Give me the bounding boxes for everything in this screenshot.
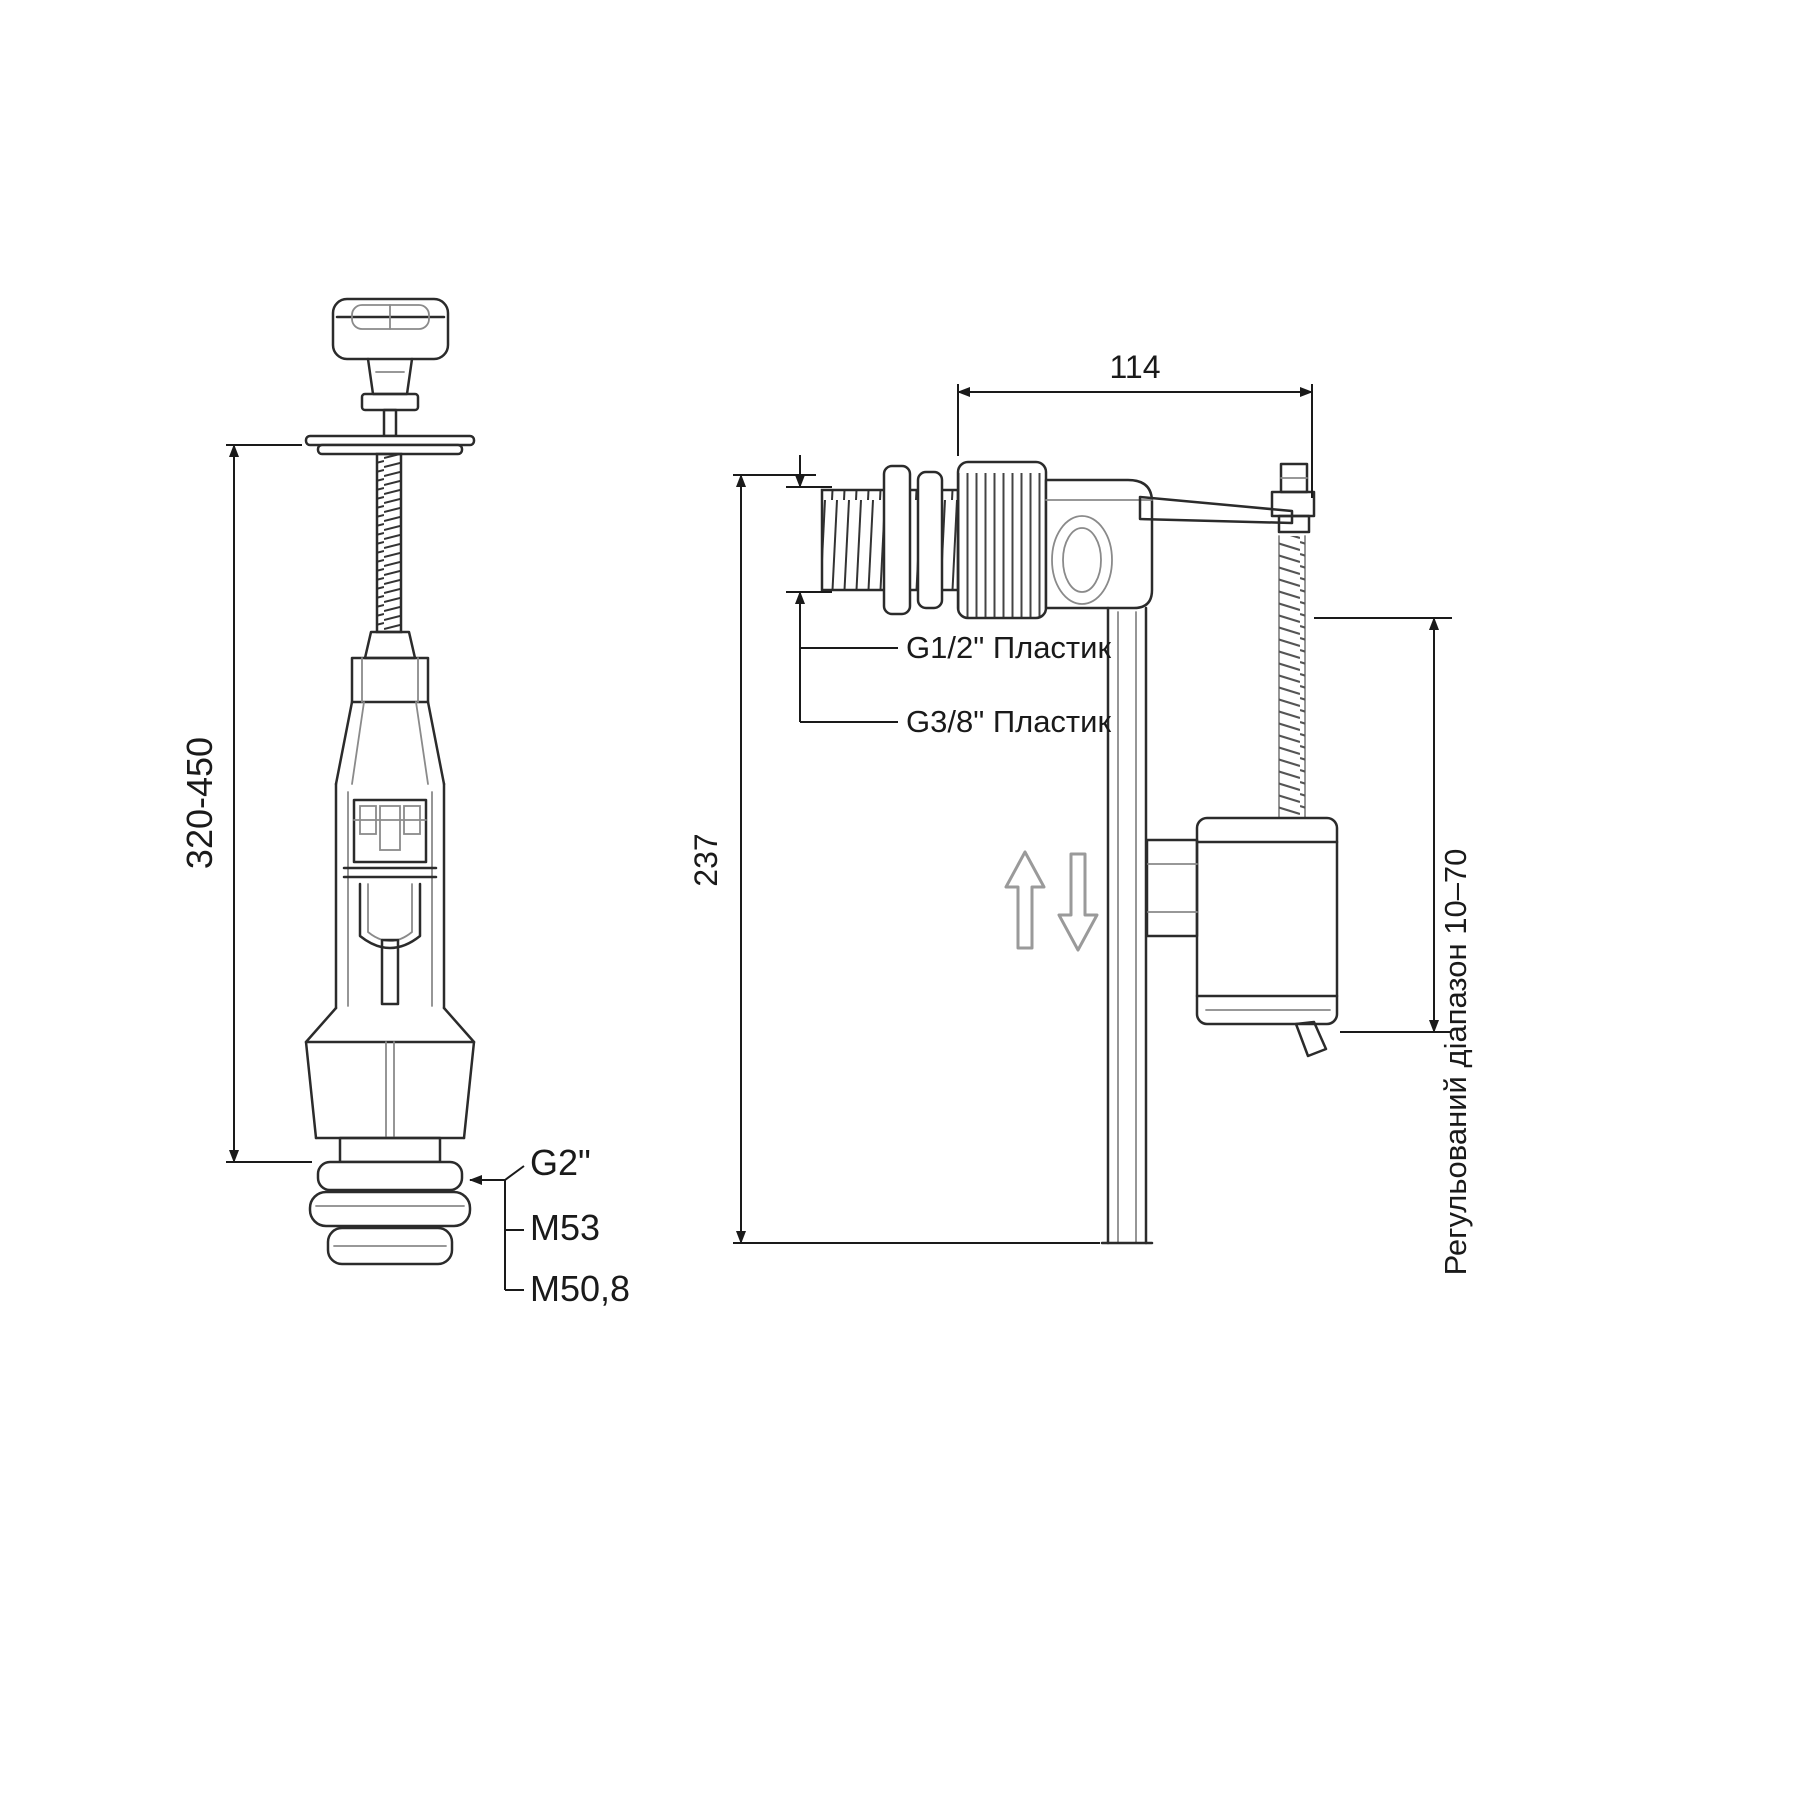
arrow-up-icon [1004,850,1046,950]
dimension-fill-width: 114 [957,349,1313,498]
fill-height-label: 237 [688,833,724,886]
flush-flange [304,434,476,456]
fill-width-label: 114 [1109,349,1160,385]
dimension-inlet-thread: G1/2" Пластик G3/8" Пластик [786,455,1111,739]
fill-coupling-nut [956,460,1048,620]
flush-base-threads [308,1136,472,1266]
dimension-adjust-range: Регульований діапазон 10–70 [1314,617,1473,1276]
flush-thread-labels: G2" M53 M50,8 [469,1142,630,1309]
float-movement-arrows [1004,850,1099,952]
inlet-label-g38: G3/8" Пластик [906,704,1111,739]
fill-valve-drawing: 114 237 G1/2" Пластик G3/8" Пластик Регу… [688,349,1473,1275]
arrow-down-icon [1057,852,1099,952]
flush-valve-drawing: 320-450 G2" M53 M50,8 [179,297,630,1309]
fill-float-cup [1145,816,1339,1058]
dimension-flush-height: 320-450 [179,444,312,1163]
flush-button [331,297,450,438]
fill-lever-arm [1138,462,1316,534]
thread-label-m53: M53 [530,1207,600,1248]
fill-adjust-spring [1278,535,1306,825]
thread-label-m508: M50,8 [530,1268,630,1309]
flush-threaded-rod [363,452,417,660]
flush-height-label: 320-450 [179,737,220,869]
fill-body-column [1100,606,1154,1245]
fill-inlet-shank [820,464,960,616]
inlet-label-g12: G1/2" Пластик [906,630,1111,665]
fill-valve-head [1044,478,1154,610]
adjust-range-label: Регульований діапазон 10–70 [1438,849,1473,1276]
flush-valve-body [304,656,476,1140]
thread-label-g2: G2" [530,1142,591,1183]
